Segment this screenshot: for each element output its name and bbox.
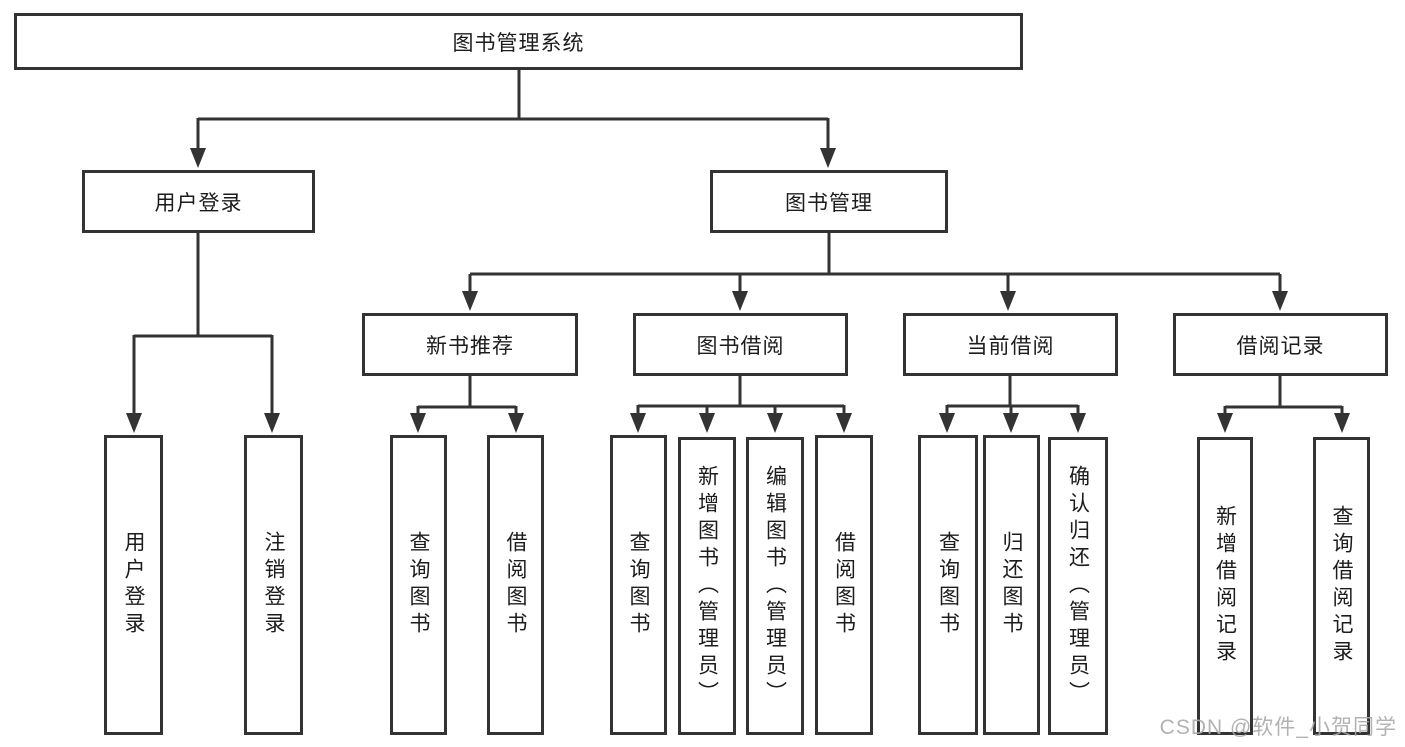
leaf-cb-query-books: 查询图书	[918, 435, 978, 735]
arrowhead	[1000, 291, 1016, 311]
leaf-bb-borrow-books: 借阅图书	[815, 435, 873, 735]
leaf-user-login-label: 用户登录	[122, 531, 146, 639]
node-new-book-rec-label: 新书推荐	[426, 334, 514, 358]
node-borrow-records: 借阅记录	[1173, 313, 1388, 376]
leaf-user-login: 用户登录	[104, 435, 163, 735]
arrowhead	[410, 413, 426, 433]
leaf-bb-edit-books-label: 编辑图书（管理员）	[763, 464, 787, 708]
arrowhead	[508, 413, 524, 433]
leaf-cb-confirm-return-label: 确认归还（管理员）	[1066, 464, 1090, 708]
node-book-borrow-label: 图书借阅	[696, 334, 785, 358]
arrowhead	[1334, 413, 1350, 433]
leaf-bb-add-books: 新增图书（管理员）	[678, 437, 736, 735]
arrowhead	[939, 413, 955, 433]
arrowhead	[836, 413, 852, 433]
leaf-bb-query-books: 查询图书	[610, 435, 667, 735]
arrowhead	[126, 413, 142, 433]
leaf-cb-return-books: 归还图书	[983, 435, 1040, 735]
leaf-br-add-record: 新增借阅记录	[1197, 437, 1253, 735]
arrowhead	[699, 413, 715, 433]
arrowhead	[462, 291, 478, 311]
connector-current-borrow	[945, 375, 1080, 416]
watermark: CSDN @软件_小贺同学	[1159, 716, 1397, 739]
arrowhead	[1272, 291, 1288, 311]
node-new-book-rec: 新书推荐	[362, 313, 578, 376]
node-root-label: 图书管理系统	[452, 31, 585, 55]
arrowhead	[820, 148, 836, 168]
leaf-br-query-record-label: 查询借阅记录	[1330, 505, 1354, 667]
leaf-nbr-borrow-books: 借阅图书	[487, 435, 544, 735]
node-root: 图书管理系统	[14, 13, 1023, 70]
node-borrow-records-label: 借阅记录	[1236, 334, 1325, 358]
connector-root	[196, 70, 830, 150]
leaf-nbr-query-books-label: 查询图书	[407, 531, 431, 639]
connector-book-borrow	[636, 375, 846, 416]
leaf-bb-edit-books: 编辑图书（管理员）	[746, 437, 804, 735]
arrowhead	[630, 413, 646, 433]
leaf-bb-add-books-label: 新增图书（管理员）	[695, 464, 719, 708]
arrowhead	[732, 291, 748, 311]
leaf-br-query-record: 查询借阅记录	[1313, 437, 1370, 735]
arrowhead	[264, 413, 280, 433]
connector-book-mgmt	[468, 233, 1282, 294]
node-book-mgmt-branch: 图书管理	[710, 170, 948, 233]
node-user-login-branch-label: 用户登录	[154, 191, 243, 215]
leaf-cb-query-books-label: 查询图书	[936, 531, 960, 639]
connector-borrow-records	[1223, 375, 1344, 416]
node-current-borrow: 当前借阅	[903, 313, 1118, 376]
arrowhead	[1217, 413, 1233, 433]
connector-new-book-rec	[416, 375, 518, 416]
leaf-cb-confirm-return: 确认归还（管理员）	[1048, 437, 1108, 735]
leaf-logout-label: 注销登录	[262, 531, 286, 639]
connector-user-login	[132, 233, 274, 416]
leaf-bb-query-books-label: 查询图书	[627, 531, 651, 639]
node-book-mgmt-branch-label: 图书管理	[785, 191, 873, 215]
arrowhead	[190, 148, 206, 168]
arrowhead	[1070, 413, 1086, 433]
leaf-logout: 注销登录	[244, 435, 303, 735]
leaf-cb-return-books-label: 归还图书	[1000, 531, 1024, 639]
node-user-login-branch: 用户登录	[82, 170, 315, 233]
arrowhead	[767, 413, 783, 433]
arrowhead	[1003, 413, 1019, 433]
leaf-nbr-borrow-books-label: 借阅图书	[504, 531, 528, 639]
leaf-br-add-record-label: 新增借阅记录	[1213, 505, 1237, 667]
leaf-nbr-query-books: 查询图书	[390, 435, 447, 735]
node-current-borrow-label: 当前借阅	[966, 334, 1055, 358]
leaf-bb-borrow-books-label: 借阅图书	[832, 531, 856, 639]
node-book-borrow: 图书借阅	[633, 313, 848, 376]
